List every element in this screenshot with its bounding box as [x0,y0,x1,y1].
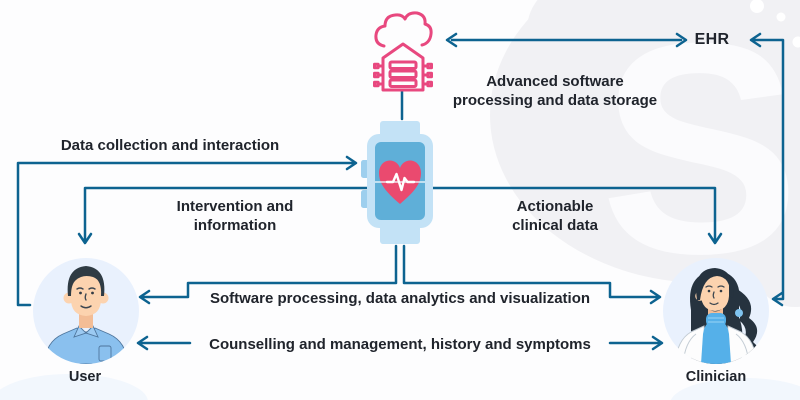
connector-software-left [138,244,398,305]
connector-software-right [402,244,662,305]
clinician-avatar [663,258,769,364]
connector-user-watch [16,155,358,307]
cloud-data-warehouse-icon [371,8,435,94]
user-collar [73,325,99,338]
circuit-pins [373,62,434,88]
edge-label-line: clinical data [512,217,598,234]
edge-label-line: Advanced software [486,73,624,90]
connector-watch-clinician [431,186,723,245]
user-face-features [76,287,96,309]
turtleneck-ridges [708,317,724,323]
edge-label-intervention: Intervention and information [165,197,305,235]
edge-label-line: Intervention and [176,198,294,215]
connector-counselling-right [608,335,664,351]
smartwatch-icon [358,116,442,246]
clinician-eye [719,289,723,293]
clinician-sweater [701,320,731,364]
clinician-label: Clinician [685,369,747,385]
background-blob [753,223,800,307]
ehr-label: EHR [694,31,730,48]
ecg-line-icon [385,172,416,192]
edge-label-line: Actionable [516,198,594,215]
edge-label-line: processing and data storage [452,92,658,109]
clinician-hair-front [696,268,734,300]
hair-tie [735,309,743,317]
warehouse-slats [388,60,418,88]
connector-watch-user [77,186,369,245]
connector-ehr-clinician [749,32,785,307]
user-eye [79,291,82,295]
clinician-face-features [705,285,725,306]
connector-cloud-ehr [445,32,688,48]
clinician-face [701,271,729,311]
edge-label-counselling: Counselling and management, history and … [209,336,591,353]
warehouse-outline [381,42,425,92]
cloud-outline [374,11,433,48]
connector-counselling-left [136,335,192,351]
user-neck [79,312,93,328]
edge-label-data-collection: Data collection and interaction [60,137,280,154]
user-label: User [68,369,102,385]
edge-label-software-processing: Software processing, data analytics and … [209,290,591,307]
background-dot [750,0,764,13]
edge-label-actionable: Actionable clinical data [495,197,615,235]
background-blob [670,378,800,400]
user-eye [91,291,94,295]
background-dot [776,12,786,22]
edge-label-line: information [193,217,277,234]
background-blob [0,374,148,400]
background-dot [792,36,800,48]
edge-label-advanced-processing: Advanced software processing and data st… [440,72,670,110]
user-hair [67,266,105,296]
user-avatar [33,258,139,364]
clinician-eye [707,289,711,293]
clinician-turtleneck [706,313,726,327]
